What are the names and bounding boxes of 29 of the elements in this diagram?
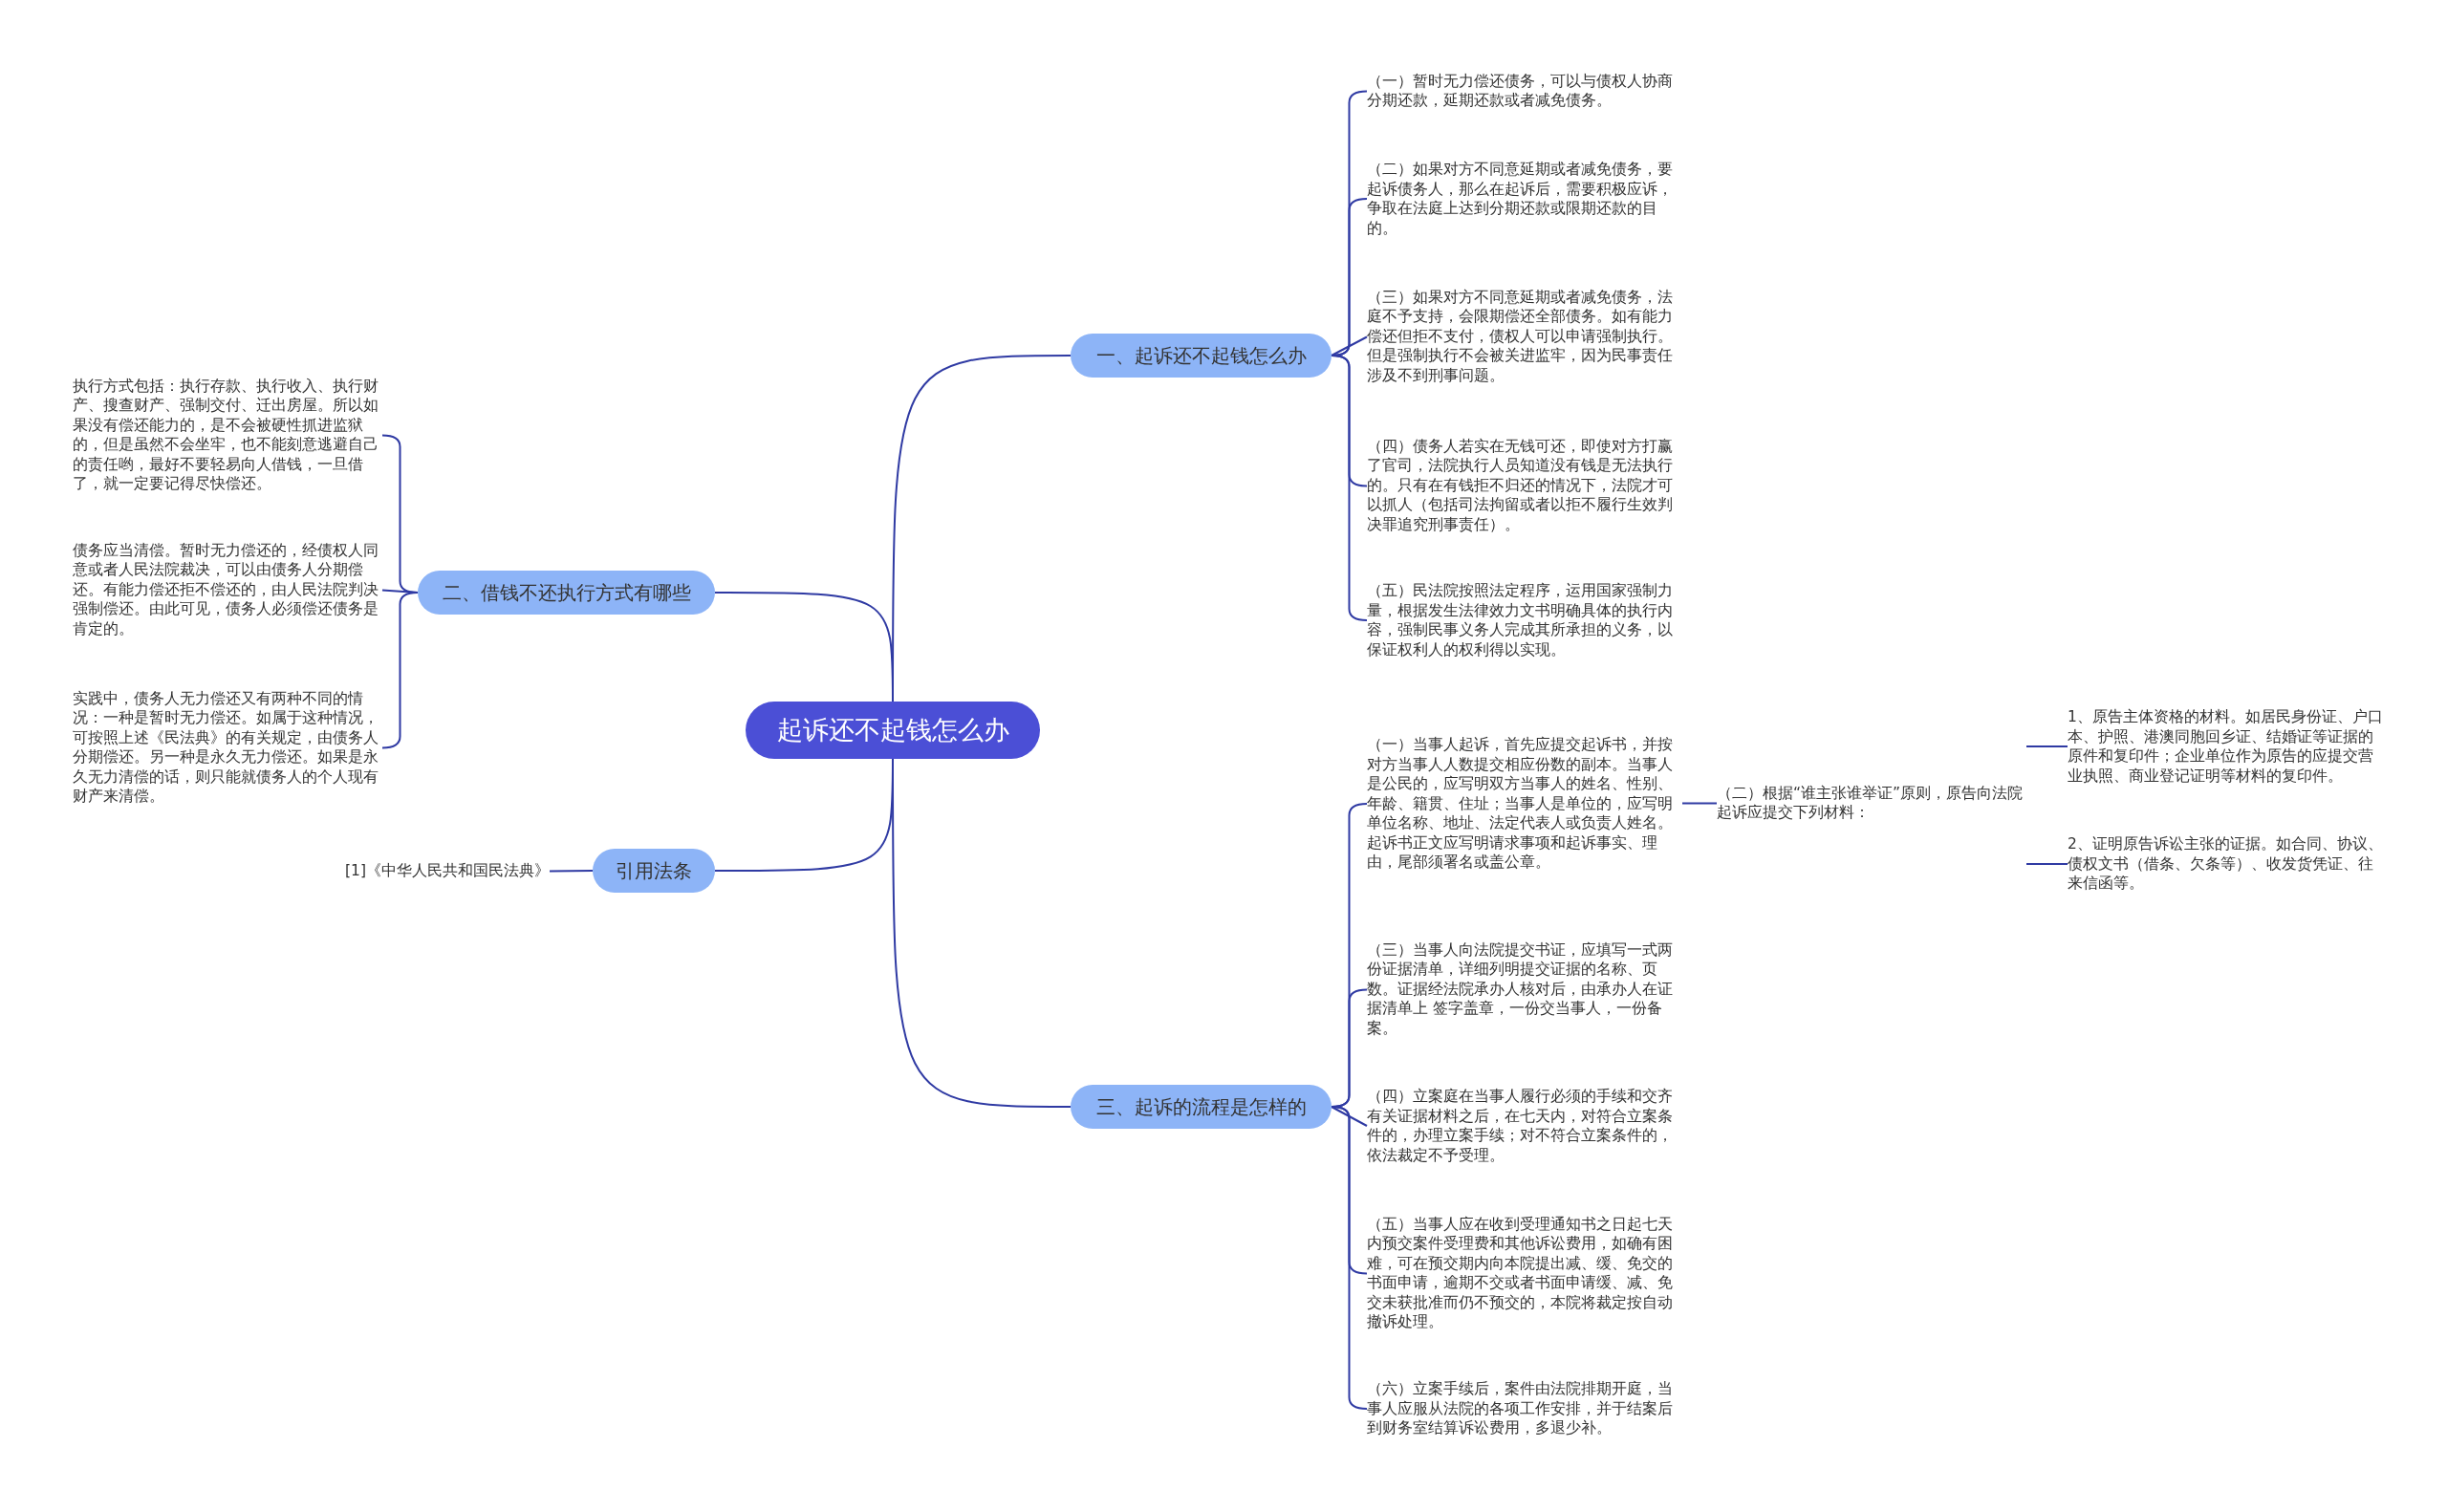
text-note: （三）当事人向法院提交书证，应填写一式两份证据清单，详细列明提交证据的名称、页数。证据经法院承办人核对后，由承办人在证据清单上 签字盖章，一份交当事人，一份备案。 [1367,940,1682,1038]
text-note: （二）根据“谁主张谁举证”原则，原告向法院起诉应提交下列材料： [1717,783,2026,823]
text-note: 1、原告主体资格的材料。如居民身份证、户口本、护照、港澳同胞回乡证、结婚证等证据的原件和复印件；企业单位作为原告的应提交营业执照、商业登记证明等材料的复印件。 [2068,707,2383,786]
text-note: （五）当事人应在收到受理通知书之日起七天内预交案件受理费和其他诉讼费用，如确有困难，可在预交期内向本院提出减、缓、免交的书面申请，逾期不交或者书面申请缓、减、免交未获批准而仍不预交的，本院将裁定按自动撤诉处理。 [1367,1214,1682,1332]
text-note: 实践中，债务人无力偿还又有两种不同的情况：一种是暂时无力偿还。如属于这种情况，可按照上述《民法典》的有关规定，由债务人分期偿还。另一种是永久无力偿还。如果是永久无力清偿的话，则只能就债务人的个人现有财产来清偿。 [73,688,382,807]
connector-line [1331,1106,1368,1127]
connector-line [1331,335,1368,356]
text-note: 执行方式包括：执行存款、执行收入、执行财产、搜查财产、强制交付、迁出房屋。所以如果没有偿还能力的，是不会被硬性抓进监狱的，但是虽然不会坐牢，也不能刻意逃避自己的责任哟，最好不要轻易向人借钱，一旦借了，就一定要记得尽快偿还。 [73,376,382,494]
text-note: （一）当事人起诉，首先应提交起诉书，并按对方当事人人数提交相应份数的副本。当事人是公民的，应写明双方当事人的姓名、性别、年龄、籍贯、住址；当事人是单位的，应写明单位名称、地址、法定代表人或负责人姓名。起诉书正文应写明请求事项和起诉事实、理由，尾部须署名或盖公章。 [1367,735,1682,873]
text-note: 债务应当清偿。暂时无力偿还的，经债权人同意或者人民法院裁决，可以由债务人分期偿还。有能力偿还拒不偿还的，由人民法院判决强制偿还。由此可见，债务人必须偿还债务是肯定的。 [73,540,382,638]
connector-line [2025,863,2068,865]
text-note: （二）如果对方不同意延期或者减免债务，要起诉债务人，那么在起诉后，需要积极应诉，争取在法庭上达到分期还款或限期还款的目的。 [1367,160,1682,238]
topic-pill: 一、起诉还不起钱怎么办 [1071,334,1332,378]
text-note: （四）债务人若实在无钱可还，即使对方打赢了官司，法院执行人员知道没有钱是无法执行的。只有在有钱拒不归还的情况下，法院才可以抓人（包括司法拘留或者以拒不履行生效判决罪追究刑事责任）。 [1367,436,1682,534]
connector-line [2025,745,2068,747]
central-topic: 起诉还不起钱怎么办 [746,702,1040,759]
connector-line [714,592,894,702]
text-note: （一）暂时无力偿还债务，可以与债权人协商分期还款，延期还款或者减免债务。 [1367,71,1682,111]
topic-pill: 引用法条 [593,849,715,893]
topic-pill: 三、起诉的流程是怎样的 [1071,1085,1332,1129]
text-note: （四）立案庭在当事人履行必须的手续和交齐有关证据材料之后，在七天内，对符合立案条件的，办理立案手续；对不符合立案条件的，依法裁定不予受理。 [1367,1087,1682,1165]
text-note: （六）立案手续后，案件由法院排期开庭，当事人应服从法院的各项工作安排，并于结案后到财务室结算诉讼费用，多退少补。 [1367,1379,1682,1438]
text-note: （五）民法院按照法定程序，运用国家强制力量，根据发生法律效力文书明确具体的执行内容，强制民事义务人完成其所承担的义务，以保证权利人的权利得以实现。 [1367,581,1682,659]
text-note: （三）如果对方不同意延期或者减免债务，法庭不予支持，会限期偿还全部债务。如有能力偿还但拒不支付，债权人可以申请强制执行。但是强制执行不会被关进监牢，因为民事责任涉及不到刑事问题。 [1367,287,1682,385]
topic-pill: 二、借钱不还执行方式有哪些 [418,571,715,615]
reference-text: [1]《中华人民共和国民法典》 [315,860,550,881]
connector-line [1681,802,1718,805]
connector-line [549,870,594,873]
text-note: 2、证明原告诉讼主张的证据。如合同、协议、债权文书（借条、欠条等）、收发货凭证、往来信函等。 [2068,834,2383,894]
